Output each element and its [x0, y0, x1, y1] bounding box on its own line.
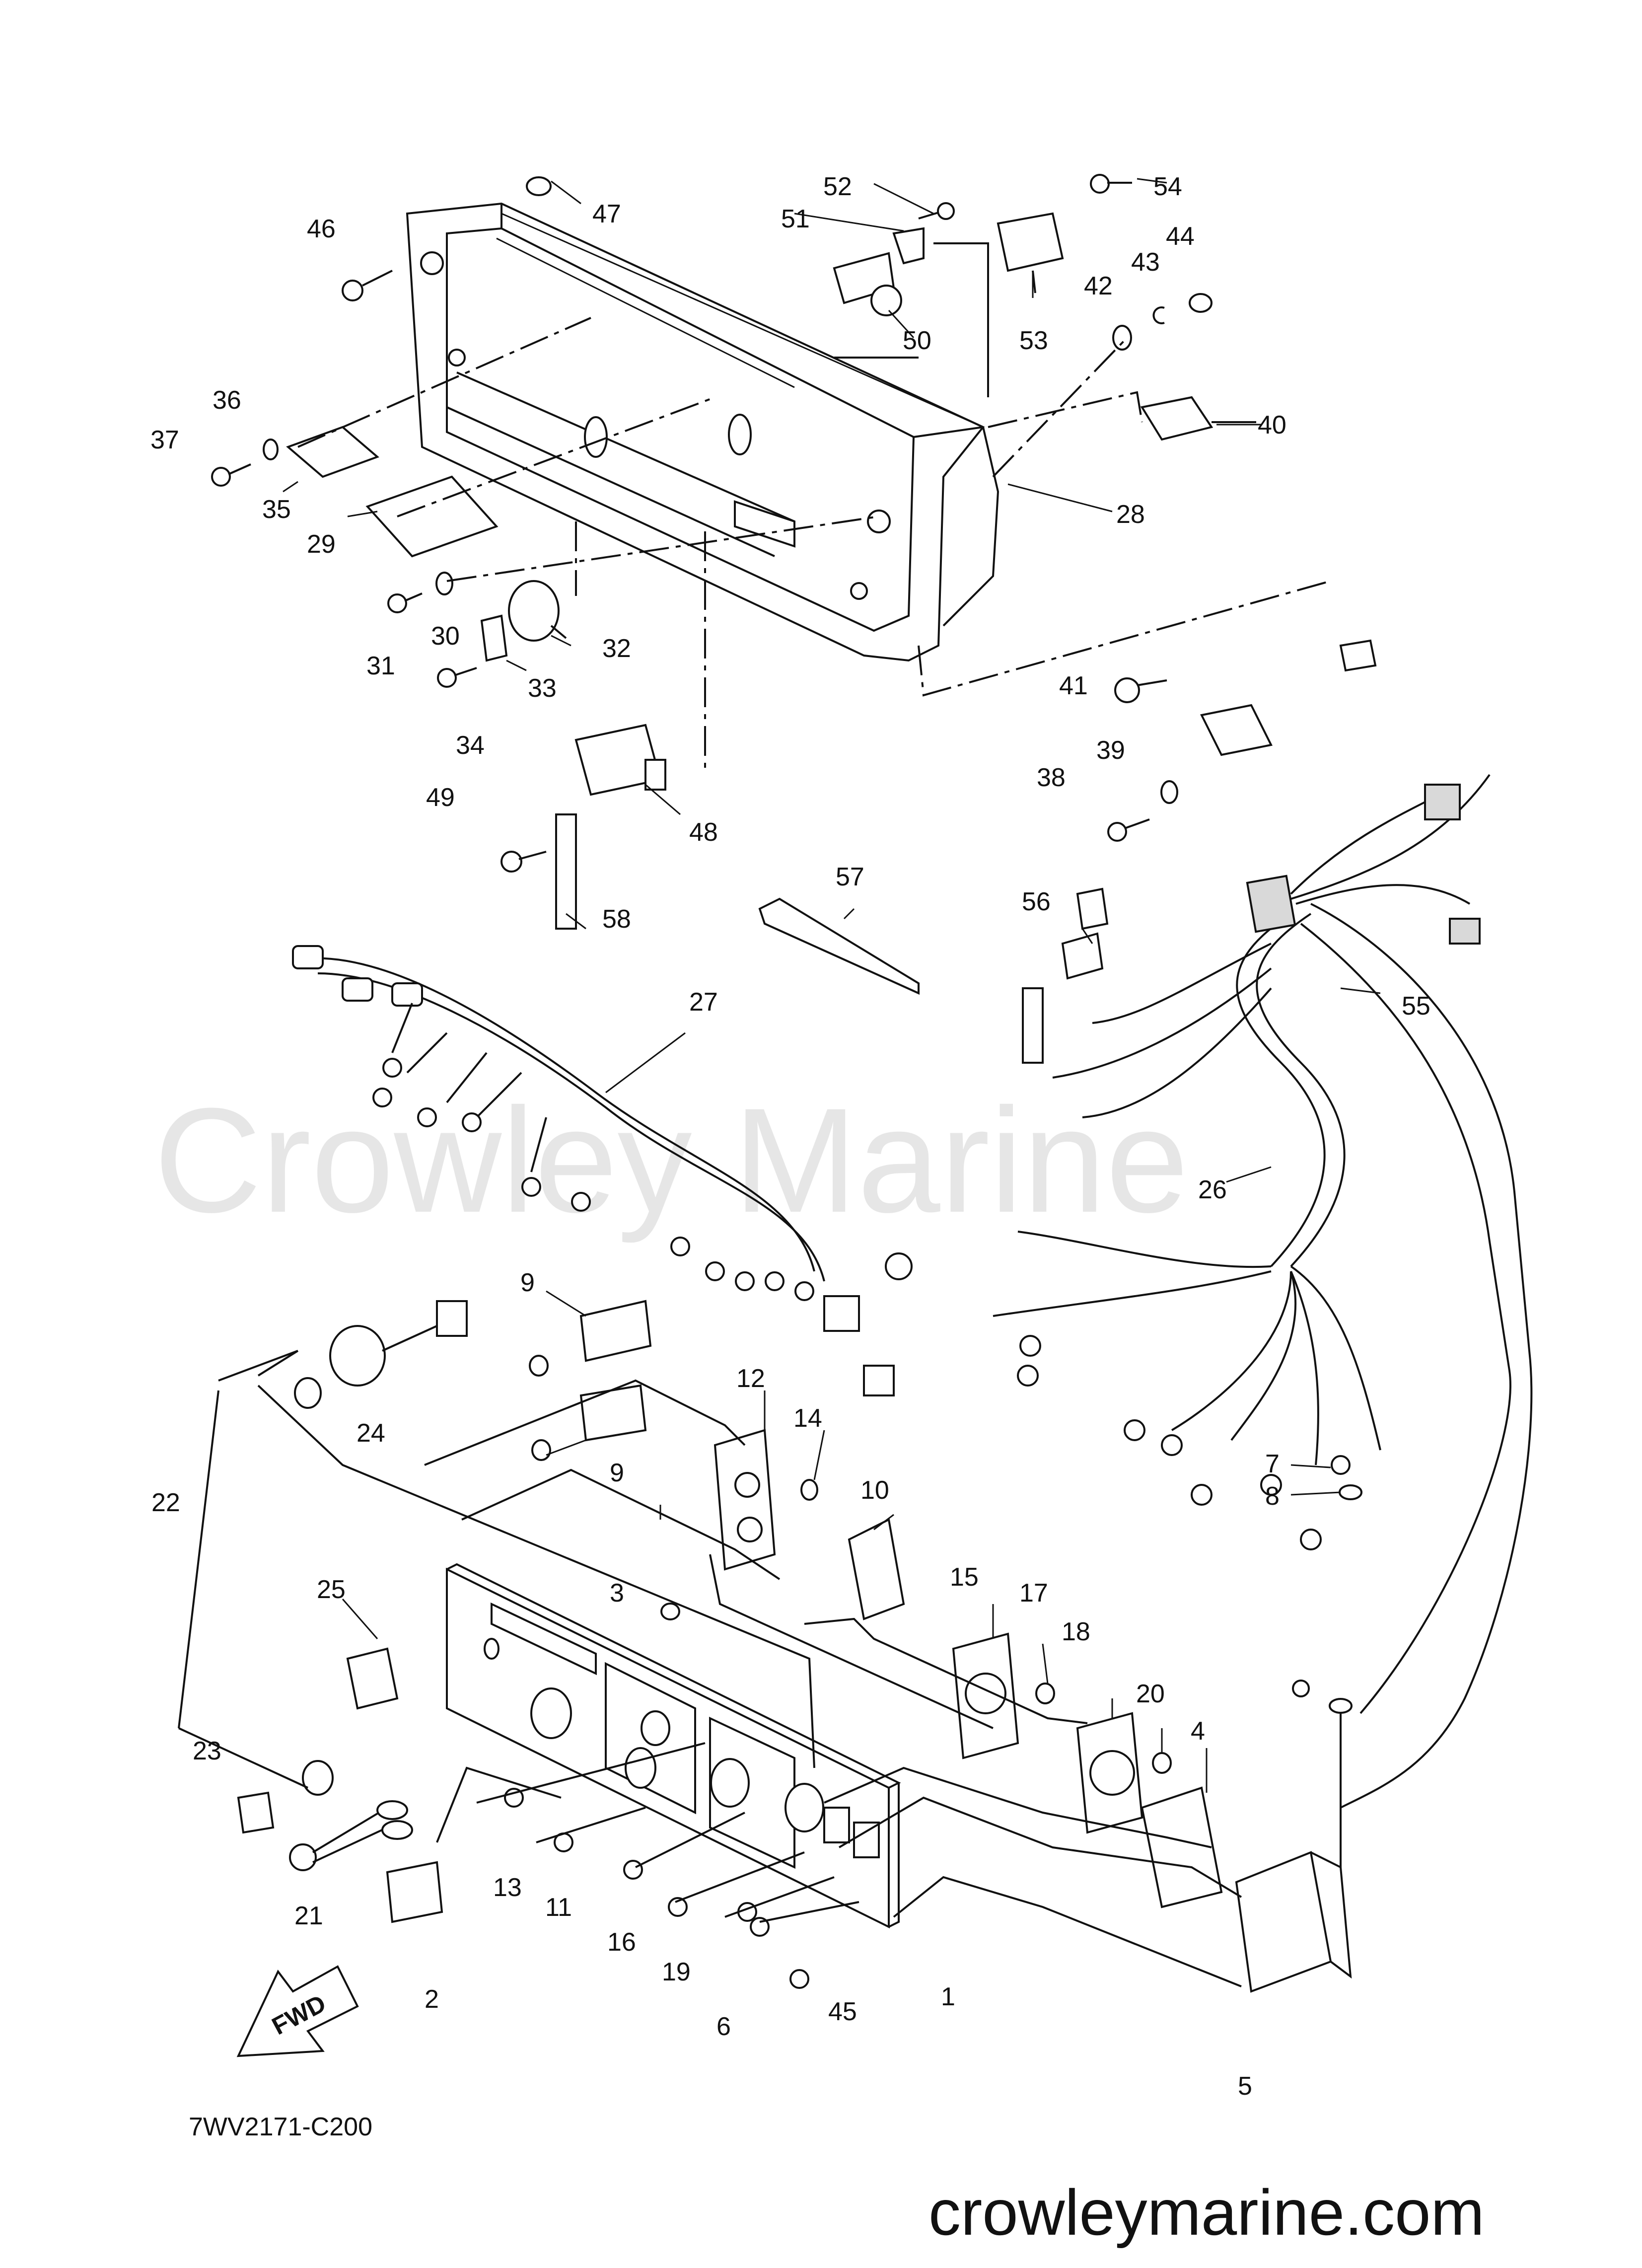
- callout-53: 53: [1019, 326, 1048, 355]
- callout-49: 49: [426, 783, 455, 812]
- callout-6: 6: [716, 2012, 731, 2041]
- callout-51: 51: [781, 205, 810, 233]
- callout-30: 30: [431, 622, 460, 651]
- outlets-and-breaker: [714, 1429, 905, 1620]
- callout-10: 10: [860, 1476, 889, 1505]
- callout-19: 19: [662, 1958, 691, 1986]
- callout-26: 26: [1198, 1175, 1227, 1204]
- callout-20: 20: [1136, 1680, 1165, 1708]
- callout-1: 1: [941, 1982, 955, 2011]
- switches-and-caps: [294, 1300, 652, 1796]
- callout-37: 37: [150, 426, 179, 454]
- callout-28: 28: [1116, 500, 1145, 529]
- callout-46: 46: [307, 215, 336, 243]
- callout-32: 32: [602, 634, 631, 663]
- callout-7: 7: [1265, 1450, 1280, 1478]
- callout-21: 21: [294, 1902, 323, 1930]
- callout-23: 23: [193, 1737, 221, 1765]
- callout-4: 4: [1191, 1717, 1205, 1746]
- callout-57: 57: [836, 863, 864, 891]
- harness-27: [292, 945, 825, 1301]
- callout-50: 50: [903, 326, 931, 355]
- callout-41: 41: [1059, 671, 1088, 700]
- callout-39: 39: [1096, 736, 1125, 765]
- callout-36: 36: [213, 386, 241, 415]
- callout-17: 17: [1019, 1579, 1048, 1608]
- callout-29: 29: [307, 530, 336, 559]
- fwd-arrow-icon: FWD: [236, 1965, 359, 2057]
- callout-27: 27: [689, 988, 718, 1017]
- callout-24: 24: [357, 1419, 385, 1448]
- callout-2: 2: [425, 1985, 439, 2014]
- main-wire-harness-26: [823, 639, 1533, 1809]
- callout-22: 22: [151, 1488, 180, 1517]
- callout-38: 38: [1037, 763, 1066, 792]
- parts-upper-left: [211, 176, 567, 688]
- callout-54: 54: [1153, 172, 1182, 201]
- callout-9a: 9: [520, 1268, 535, 1297]
- watermark-text: Crowley Marine: [154, 1077, 1189, 1244]
- callout-58: 58: [602, 905, 631, 934]
- callout-3: 3: [610, 1579, 624, 1608]
- callout-9b: 9: [610, 1459, 624, 1487]
- drawing-code: 7WV2171-C200: [189, 2113, 372, 2141]
- callout-52: 52: [823, 172, 852, 201]
- callout-25: 25: [317, 1575, 346, 1604]
- callout-45: 45: [828, 1997, 857, 2026]
- callout-33: 33: [528, 674, 557, 703]
- callout-40: 40: [1258, 411, 1286, 439]
- callout-18: 18: [1062, 1617, 1090, 1646]
- callout-48: 48: [689, 818, 718, 847]
- callout-13: 13: [493, 1873, 522, 1902]
- parts-48-49-58: [500, 724, 666, 930]
- callout-12: 12: [736, 1364, 765, 1393]
- front-panel-1: [446, 1563, 901, 1929]
- leader-lines: [283, 178, 1381, 1793]
- website-footer: crowleymarine.com: [928, 2176, 1485, 2249]
- callout-43: 43: [1131, 248, 1160, 277]
- callout-55: 55: [1402, 992, 1430, 1021]
- cable-tie-57: [758, 897, 920, 995]
- callout-44: 44: [1166, 222, 1195, 251]
- right-lower-parts: [952, 1455, 1362, 1993]
- callout-47: 47: [592, 200, 621, 228]
- assembly-lines-upper: [297, 242, 1331, 770]
- callout-42: 42: [1084, 272, 1113, 300]
- callout-15: 15: [950, 1563, 979, 1592]
- parts-upper-right: [833, 174, 1256, 842]
- callout-34: 34: [456, 731, 485, 760]
- assembly-lines-lower: [178, 1350, 1342, 1987]
- callout-11: 11: [545, 1893, 572, 1922]
- callout-56: 56: [1022, 887, 1051, 916]
- control-box-frame: [406, 202, 999, 662]
- callout-16: 16: [607, 1928, 636, 1957]
- callout-35: 35: [262, 495, 291, 524]
- callout-14: 14: [793, 1404, 822, 1433]
- callouts: 1 2 3 4 5 6 7 8 9 9 10 11 12 13 14 15 16…: [150, 172, 1430, 2101]
- callout-8: 8: [1265, 1482, 1280, 1511]
- lower-parts: [237, 1603, 809, 1989]
- callout-31: 31: [366, 652, 395, 680]
- callout-5: 5: [1238, 2072, 1252, 2101]
